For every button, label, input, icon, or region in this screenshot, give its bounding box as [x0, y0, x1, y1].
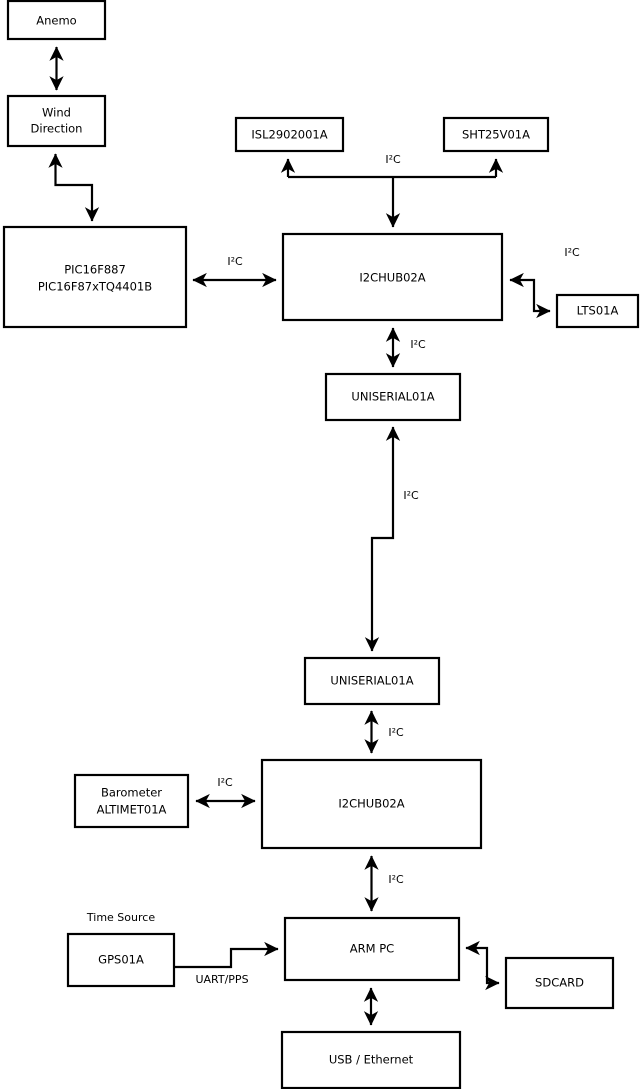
- node-i2chub02a-top-box: [281, 232, 504, 322]
- node-lts01a-label: LTS01A: [577, 304, 619, 318]
- node-uniserial01a-top[interactable]: UNISERIAL01A: [324, 372, 462, 422]
- label-time-source: Time Source: [86, 911, 155, 924]
- node-barometer-label-line1: Barometer: [101, 786, 162, 800]
- node-sdcard-label: SDCARD: [535, 976, 584, 990]
- node-anemo[interactable]: Anemo: [6, 0, 107, 41]
- edge-label-i2chub-arm-pc: I²C: [388, 873, 404, 886]
- node-barometer-box: [73, 773, 190, 829]
- node-wind-direction-box: [6, 94, 107, 148]
- node-anemo-label: Anemo: [36, 14, 76, 28]
- node-sht25v01a-label: SHT25V01A: [462, 128, 530, 142]
- node-wind-direction-label-line1: Wind: [42, 106, 71, 120]
- edge-i2chub-top-lts01a: [509, 272, 551, 319]
- node-anemo-box: [6, 0, 107, 41]
- node-pic[interactable]: PIC16F887 PIC16F87xTQ4401B: [2, 225, 188, 329]
- node-barometer[interactable]: Barometer ALTIMET01A: [73, 773, 190, 829]
- edge-gps01a-arm-pc: [174, 941, 279, 969]
- edge-label-barometer-i2chub: I²C: [217, 776, 233, 789]
- node-sht25v01a-box: [442, 116, 550, 153]
- node-pic-label-line2: PIC16F87xTQ4401B: [38, 280, 152, 294]
- node-pic-box: [2, 225, 188, 329]
- node-i2chub02a-bottom[interactable]: I2CHUB02A: [260, 758, 483, 850]
- node-gps01a-box: [66, 932, 176, 988]
- node-usb-ethernet[interactable]: USB / Ethernet: [280, 1030, 462, 1089]
- edge-arm-pc-sdcard: [465, 940, 500, 991]
- node-usb-ethernet-box: [280, 1030, 462, 1089]
- node-pic-label-line1: PIC16F887: [64, 263, 126, 277]
- node-isl2902001a-label: ISL2902001A: [251, 128, 327, 142]
- node-sdcard[interactable]: SDCARD: [504, 956, 615, 1010]
- node-lts01a[interactable]: LTS01A: [555, 293, 640, 329]
- node-sht25v01a[interactable]: SHT25V01A: [442, 116, 550, 153]
- node-usb-ethernet-label: USB / Ethernet: [329, 1053, 414, 1067]
- edge-label-isl-sht-bus: I²C: [385, 153, 401, 166]
- edge-uniserial-top-uniserial-bottom: [364, 426, 401, 652]
- node-i2chub02a-bottom-box: [260, 758, 483, 850]
- node-wind-direction-label-line2: Direction: [31, 122, 83, 136]
- node-isl2902001a[interactable]: ISL2902001A: [234, 116, 345, 153]
- node-uniserial01a-bottom-label: UNISERIAL01A: [330, 674, 413, 688]
- node-uniserial01a-top-box: [324, 372, 462, 422]
- node-sdcard-box: [504, 956, 615, 1010]
- edge-label-i2chub-uniserial-top: I²C: [410, 338, 426, 351]
- edge-label-gps01a-arm-pc: UART/PPS: [195, 973, 248, 986]
- node-arm-pc-label: ARM PC: [350, 942, 394, 956]
- node-arm-pc-box: [283, 916, 461, 982]
- edge-label-uniserial-link: I²C: [403, 489, 419, 502]
- node-i2chub02a-bottom-label: I2CHUB02A: [338, 797, 404, 811]
- node-uniserial01a-bottom[interactable]: UNISERIAL01A: [303, 656, 441, 706]
- edge-label-pic-i2chub: I²C: [227, 255, 243, 268]
- node-wind-direction[interactable]: Wind Direction: [6, 94, 107, 148]
- node-i2chub02a-top-label: I2CHUB02A: [359, 271, 425, 285]
- edge-label-uniserial-i2chub-bottom: I²C: [388, 726, 404, 739]
- node-gps01a[interactable]: GPS01A: [66, 932, 176, 988]
- node-barometer-label-line2: ALTIMET01A: [97, 803, 167, 817]
- edge-pic-wind-direction: [48, 153, 100, 222]
- node-uniserial01a-top-label: UNISERIAL01A: [351, 390, 434, 404]
- node-gps01a-label: GPS01A: [98, 953, 144, 967]
- node-uniserial01a-bottom-box: [303, 656, 441, 706]
- node-arm-pc[interactable]: ARM PC: [283, 916, 461, 982]
- node-i2chub02a-top[interactable]: I2CHUB02A: [281, 232, 504, 322]
- edge-label-i2chub-lts01a: I²C: [564, 246, 580, 259]
- node-isl2902001a-box: [234, 116, 345, 153]
- node-lts01a-box: [555, 293, 640, 329]
